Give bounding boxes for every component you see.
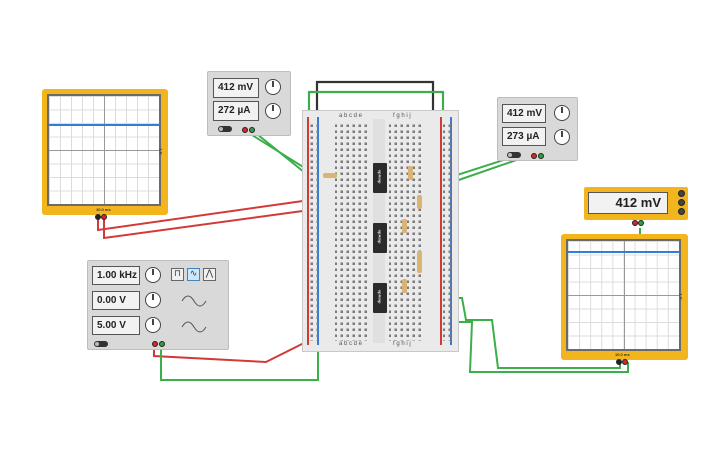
wire-black-top <box>315 80 435 116</box>
rail-red <box>307 117 309 345</box>
voltage-readout: 412 mV <box>213 78 259 98</box>
supply-terminal-positive[interactable] <box>531 153 537 159</box>
scope-volts-label: 1 V <box>158 148 164 155</box>
opamp-chip-1[interactable]: opAmp <box>373 163 387 193</box>
voltage-knob[interactable] <box>265 79 281 95</box>
frequency-knob[interactable] <box>145 267 161 283</box>
wire-red-scope1 <box>97 199 311 232</box>
scope-terminal-negative[interactable] <box>95 214 101 220</box>
amplitude-knob[interactable] <box>145 292 161 308</box>
breadboard[interactable]: a b c d e f g h i j a b c d e f g h i j … <box>302 110 459 352</box>
sine-wave-button[interactable]: ∿ <box>187 268 200 281</box>
opamp-chip-3[interactable]: opAmp <box>373 283 387 313</box>
scope-terminal-positive[interactable] <box>101 214 107 220</box>
wire-green-scope-r1 <box>428 297 621 369</box>
fg-terminal-positive[interactable] <box>152 341 158 347</box>
supply-terminal-negative[interactable] <box>538 153 544 159</box>
multimeter-display: 412 mV <box>588 192 668 214</box>
resistor <box>417 195 422 209</box>
current-readout: 273 µA <box>502 127 546 146</box>
column-letters-right: f g h i j <box>393 113 411 119</box>
power-switch[interactable] <box>94 341 108 347</box>
resistors <box>323 166 422 293</box>
current-knob[interactable] <box>554 129 570 145</box>
mode-button[interactable] <box>678 208 685 215</box>
oscilloscope-left-screen <box>47 94 161 206</box>
wire-green-top <box>307 90 445 116</box>
power-supply-right[interactable]: 412 mV 273 µA <box>497 97 578 161</box>
wire-green-scope-r2 <box>450 321 629 373</box>
column-letters-left: a b c d e <box>339 341 363 347</box>
oscilloscope-right-screen <box>566 239 681 351</box>
multimeter[interactable]: 412 mV <box>584 187 688 226</box>
triangle-wave-button[interactable]: ⋀ <box>203 268 216 281</box>
scope-time-label: 10.0 ms <box>615 352 630 357</box>
offset-readout: 5.00 V <box>92 316 140 335</box>
supply-terminal-negative[interactable] <box>249 127 255 133</box>
fg-terminal-negative[interactable] <box>159 341 165 347</box>
power-supply-top[interactable]: 412 mV 272 µA <box>207 71 291 136</box>
scope-volts-label: 1 V <box>678 293 684 300</box>
frequency-readout: 1.00 kHz <box>92 266 140 285</box>
power-switch[interactable] <box>218 126 232 132</box>
mm-terminal-positive[interactable] <box>632 220 638 226</box>
waveform-preview-icon <box>181 295 207 333</box>
supply-terminal-positive[interactable] <box>242 127 248 133</box>
offset-knob[interactable] <box>145 317 161 333</box>
scope-axis <box>49 150 159 151</box>
voltage-readout: 412 mV <box>502 104 546 123</box>
rail-red <box>440 117 442 345</box>
resistor <box>417 259 422 273</box>
scope-terminal-positive[interactable] <box>622 359 628 365</box>
column-letters-left: a b c d e <box>339 113 363 119</box>
voltage-knob[interactable] <box>554 105 570 121</box>
column-letters-right: f g h i j <box>393 341 411 347</box>
scope-trace <box>49 124 159 126</box>
wire-red-fg <box>153 339 311 364</box>
scope-time-label: 10.0 ms <box>96 207 111 212</box>
resistor <box>402 279 407 293</box>
current-knob[interactable] <box>265 103 281 119</box>
mm-terminal-negative[interactable] <box>638 220 644 226</box>
function-generator[interactable]: 1.00 kHz 0.00 V 5.00 V ⊓ ∿ ⋀ <box>87 260 229 350</box>
mode-button[interactable] <box>678 190 685 197</box>
resistor <box>402 219 407 233</box>
square-wave-button[interactable]: ⊓ <box>171 268 184 281</box>
power-switch[interactable] <box>507 152 521 158</box>
mode-button[interactable] <box>678 199 685 206</box>
scope-terminal-negative[interactable] <box>616 359 622 365</box>
wire-red-scope2 <box>103 209 311 240</box>
oscilloscope-right[interactable]: 10.0 ms 1 V <box>561 234 688 365</box>
current-readout: 272 µA <box>213 101 259 121</box>
amplitude-readout: 0.00 V <box>92 291 140 310</box>
opamp-chip-2[interactable]: opAmp <box>373 223 387 253</box>
resistor <box>323 173 337 178</box>
scope-axis <box>568 295 679 296</box>
scope-trace <box>568 251 679 253</box>
resistor <box>408 166 413 180</box>
oscilloscope-left[interactable]: 10.0 ms 1 V <box>42 89 168 220</box>
